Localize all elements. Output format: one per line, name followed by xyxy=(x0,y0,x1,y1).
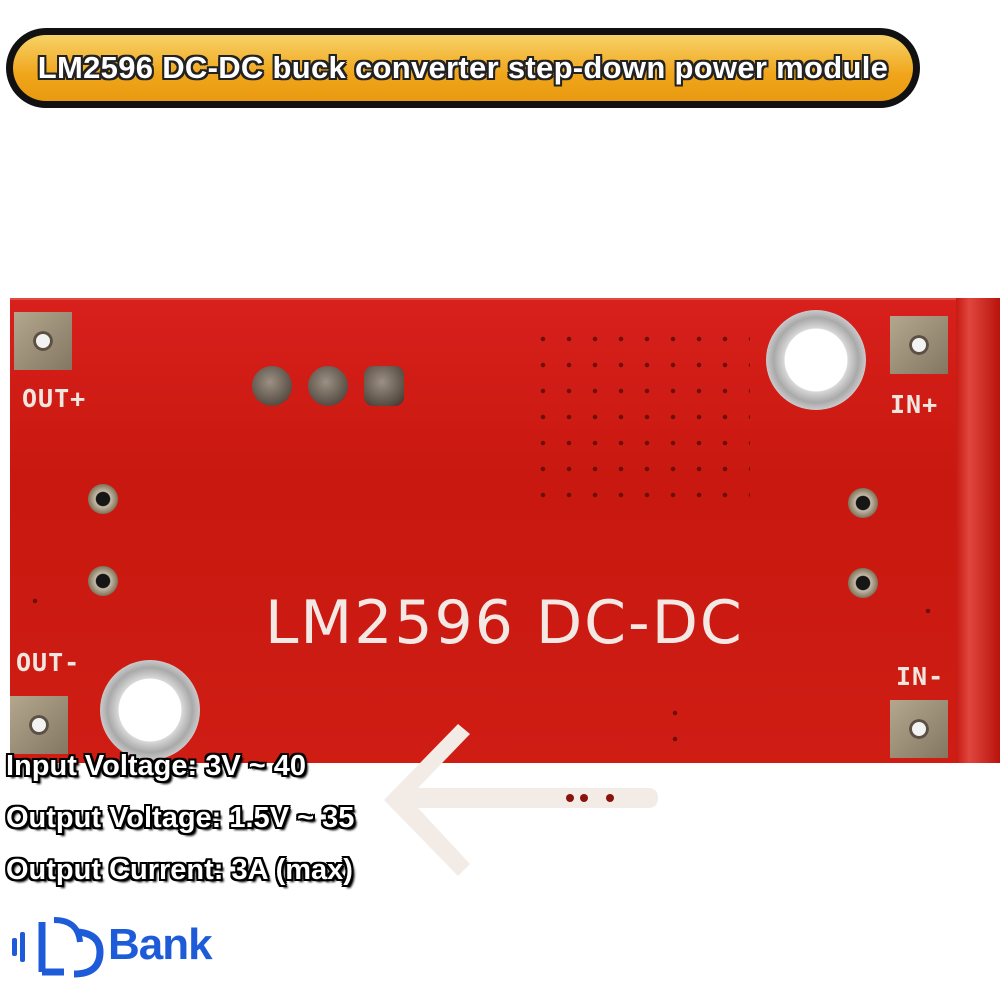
pcb-edge xyxy=(956,298,1000,763)
via xyxy=(88,484,118,514)
arrow-left-icon xyxy=(384,724,658,876)
ic-pin-square xyxy=(364,366,404,406)
pad-in-plus xyxy=(890,316,948,374)
via-grid xyxy=(530,326,750,506)
pad-out-plus xyxy=(14,312,72,370)
via xyxy=(848,568,878,598)
mounting-hole-bottom-left xyxy=(100,660,200,760)
pad-in-minus xyxy=(890,700,948,758)
via xyxy=(88,566,118,596)
ic-pin xyxy=(252,366,292,406)
title-banner: LM2596 DC-DC buck converter step-down po… xyxy=(6,28,920,108)
label-in-minus: IN- xyxy=(896,662,945,691)
spec-output-voltage: Output Voltage: 1.5V ~ 35 xyxy=(6,802,355,834)
label-in-plus: IN+ xyxy=(890,390,939,419)
pad-hole xyxy=(909,719,929,739)
ic-pin xyxy=(308,366,348,406)
label-out-plus: OUT+ xyxy=(22,384,87,413)
via-grid xyxy=(662,700,692,748)
pad-out-minus xyxy=(10,696,68,754)
pad-hole xyxy=(33,331,53,351)
pcb-board: OUT+ OUT- IN+ IN- xyxy=(10,298,1000,876)
board-silkscreen-title: LM2596 DC-DC xyxy=(265,588,744,658)
ledbank-logo: Bank xyxy=(8,912,228,982)
via-grid xyxy=(915,598,945,628)
title-banner-fill: LM2596 DC-DC buck converter step-down po… xyxy=(13,35,913,101)
mounting-hole-top-right xyxy=(766,310,866,410)
pad-hole xyxy=(29,715,49,735)
spec-input-voltage: Input Voltage: 3V ~ 40 xyxy=(6,750,306,782)
banner-title: LM2596 DC-DC buck converter step-down po… xyxy=(37,50,889,85)
via xyxy=(848,488,878,518)
led-bulb-icon xyxy=(12,917,104,978)
label-out-minus: OUT- xyxy=(16,648,81,677)
logo-text: Bank xyxy=(108,920,213,969)
spec-output-current: Output Current: 3A (max) xyxy=(6,854,353,886)
pad-hole xyxy=(909,335,929,355)
via-grid xyxy=(22,588,52,618)
